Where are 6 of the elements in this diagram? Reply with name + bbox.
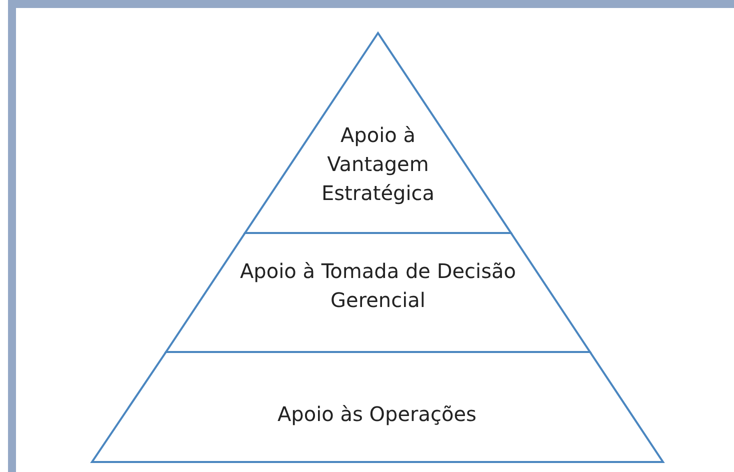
pyramid-tier <box>166 233 590 352</box>
pyramid-tier <box>92 352 663 462</box>
tier-label: Apoio à Tomada de Decisão Gerencial <box>238 258 517 314</box>
pyramid-top-tier <box>245 33 511 233</box>
tier-label: Apoio à Vantagem Estratégica <box>320 122 436 207</box>
tier-label: Apoio às Operações <box>276 401 478 428</box>
